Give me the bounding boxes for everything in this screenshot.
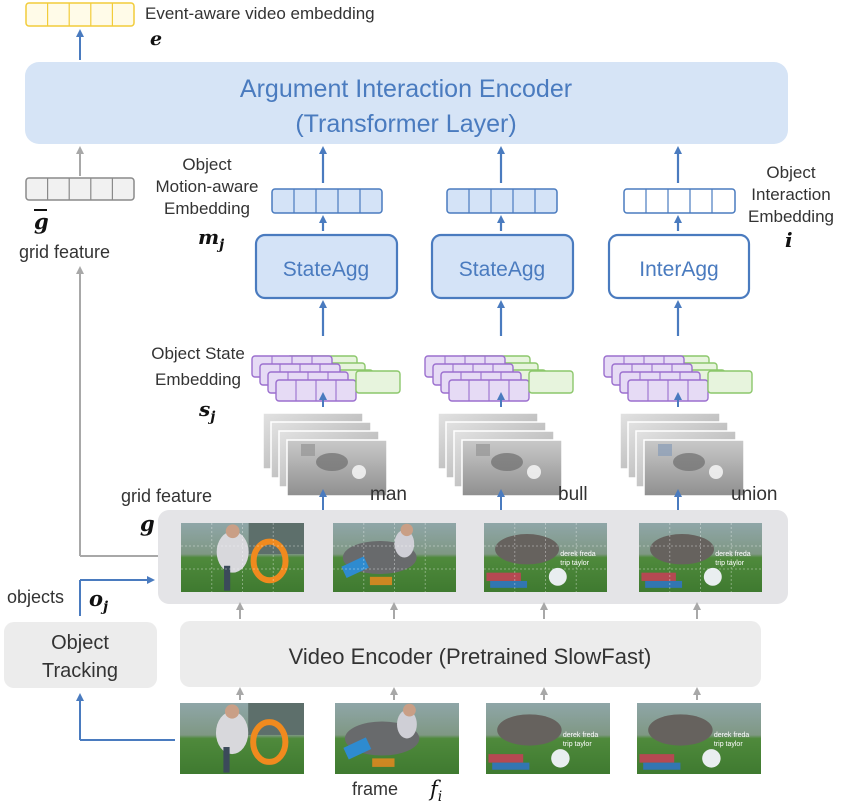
motion-symbol: mj [198, 225, 224, 253]
encoder-title: Argument Interaction Encoder [240, 75, 572, 103]
event-embedding-symbol: e [150, 28, 162, 50]
object-tracking-box [4, 622, 157, 688]
grid-feature-top-label: grid feature [19, 242, 110, 262]
encoder-subtitle: (Transformer Layer) [295, 110, 516, 138]
state-embedding-stack [603, 355, 753, 402]
input-frame [180, 703, 304, 774]
grid-feature-frame [333, 523, 456, 592]
state-embedding-stack [251, 355, 401, 402]
state-symbol: sj [198, 397, 215, 425]
input-frame [335, 703, 459, 774]
frame-label: frame [352, 779, 398, 799]
motion-label-line3: Embedding [164, 199, 250, 218]
grid-feature-bottom-label: grid feature [121, 486, 212, 506]
motion-embedding-vector [271, 188, 383, 214]
grid-feature-vector [25, 177, 135, 201]
grid-feature-panel [158, 510, 788, 604]
interaction-label-line2: Interaction [751, 185, 830, 204]
object-crop-stack [437, 412, 563, 497]
crop-label-man: man [370, 484, 407, 505]
objects-symbol: oj [89, 586, 108, 615]
interagg-box [607, 233, 751, 300]
green-cell [707, 370, 753, 394]
state-label-line2: Embedding [155, 370, 241, 389]
objects-label: objects [7, 587, 64, 607]
motion-embedding-vector [446, 188, 558, 214]
grid-feature-bottom-symbol: g [140, 511, 155, 536]
tracking-label-line1: Object [51, 632, 109, 654]
object-crop-stack [262, 412, 388, 497]
state-label-line1: Object State [151, 344, 245, 363]
grid-mean-symbol: g [34, 209, 49, 234]
motion-label-line2: Motion-aware [156, 177, 259, 196]
object-state-embedding-stacks [251, 355, 753, 402]
video-encoder-box [180, 621, 761, 687]
green-cell [355, 370, 401, 394]
object-crop-stacks [262, 412, 745, 497]
crop-label-bull: bull [558, 484, 588, 505]
motion-label-line1: Object [182, 155, 231, 174]
column-man: StateAgg [254, 146, 399, 336]
object-crop-stack [619, 412, 745, 497]
argument-interaction-encoder-box [25, 62, 788, 144]
event-embedding-label: Event-aware video embedding [145, 4, 375, 23]
interagg-label: InterAgg [639, 258, 718, 281]
interaction-label-line1: Object [766, 163, 815, 182]
event-embedding-vector [25, 2, 135, 27]
grid-feature-frame [181, 523, 304, 592]
interaction-embedding-vector [623, 188, 736, 214]
interaction-symbol: i [785, 228, 793, 252]
column-bull: StateAgg [430, 146, 575, 336]
stateagg-label: StateAgg [283, 258, 369, 281]
green-cell [528, 370, 574, 394]
column-union: InterAgg [607, 146, 751, 336]
state-embedding-stack [424, 355, 574, 402]
interaction-label-line3: Embedding [748, 207, 834, 226]
tracking-label-line2: Tracking [42, 660, 118, 682]
frame-symbol: fi [428, 777, 442, 801]
video-encoder-label: Video Encoder (Pretrained SlowFast) [289, 644, 652, 669]
stateagg-box [430, 233, 575, 300]
crop-label-union: union [731, 484, 778, 505]
stateagg-box [254, 233, 399, 300]
stateagg-label: StateAgg [459, 258, 545, 281]
